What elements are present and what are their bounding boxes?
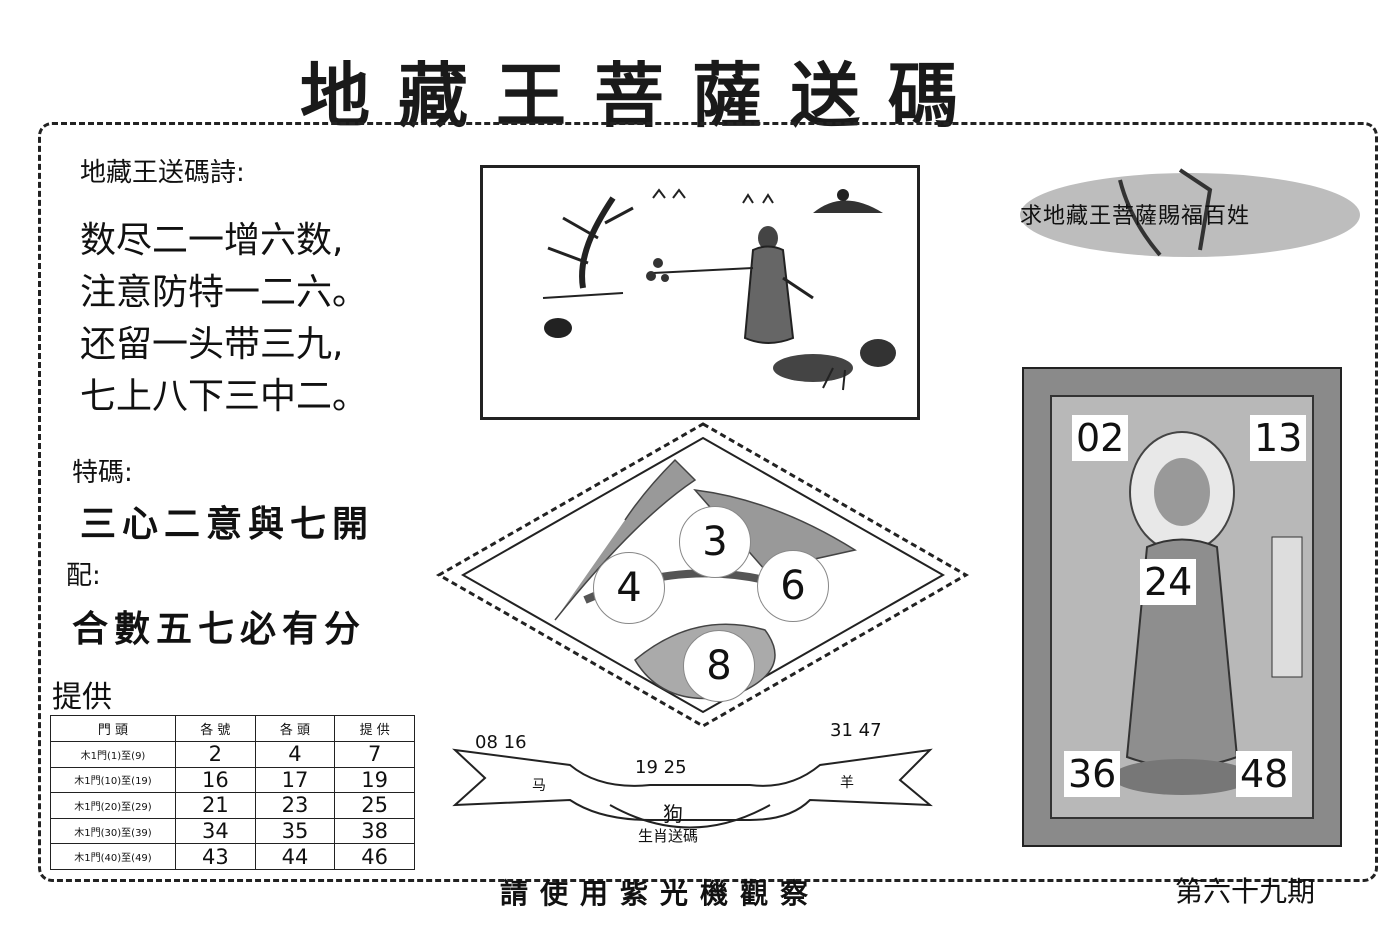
diamond-number-bottom: 8 (683, 630, 755, 702)
bodhisattva-panel: 02 13 24 36 48 (1022, 367, 1342, 847)
ribbon-left-numbers: 08 16 (475, 732, 527, 753)
ribbon-right-numbers: 31 47 (830, 720, 882, 741)
table-header: 門 頭 (50, 715, 176, 742)
blessing-text: 求地藏王菩薩賜福百姓 (1020, 204, 1251, 229)
diamond-number-panel: 3 4 6 8 (435, 420, 970, 730)
poem-lines: 数尽二一增六数, 注意防特一二六。 还留一头带三九, 七上八下三中二。 (80, 215, 368, 423)
poem-heading: 地藏王送碼詩: (80, 158, 245, 188)
blessing-banner: 求地藏王菩薩賜福百姓 (1010, 160, 1370, 270)
table-row: 木1門(30)至(39) 34 35 38 (50, 817, 415, 845)
provide-label: 提供 (52, 680, 112, 715)
table-row: 木1門(1)至(9) 2 4 7 (50, 741, 415, 768)
ribbon-left-zodiac: 马 (532, 778, 546, 794)
diamond-number-top: 3 (679, 506, 751, 578)
poem-line: 还留一头带三九, (80, 324, 344, 365)
ribbon-center-zodiac: 狗 (663, 802, 683, 826)
ribbon-right-zodiac: 羊 (840, 775, 854, 791)
panel-number-bottom-right: 48 (1236, 751, 1293, 797)
table-header: 提 供 (334, 715, 415, 742)
table-row: 木1門(20)至(29) 21 23 25 (50, 792, 415, 819)
table-header: 各 頭 (254, 715, 336, 742)
table-row: 木1門(40)至(49) 43 44 46 (50, 843, 415, 870)
panel-inner-image (1050, 395, 1314, 819)
table-header: 各 號 (175, 715, 256, 742)
poem-line: 数尽二一增六数, (80, 220, 344, 261)
ribbon-center-numbers: 19 25 (635, 757, 687, 778)
ribbon-caption: 生肖送碼 (638, 827, 699, 845)
special-label: 特碼: (72, 458, 133, 488)
pair-text: 合數五七必有分 (72, 608, 367, 650)
poem-line: 注意防特一二六。 (80, 272, 369, 313)
diamond-number-left: 4 (593, 552, 665, 624)
number-table: 門 頭 各 號 各 頭 提 供 木1門(1)至(9) 2 4 7 木1門(10)… (50, 715, 415, 870)
panel-number-center: 24 (1140, 559, 1197, 605)
pair-label: 配: (66, 561, 101, 591)
scholar-illustration (480, 165, 920, 420)
dashed-frame (38, 122, 1378, 882)
page-title: 地藏王菩薩送碼 (300, 54, 986, 137)
panel-number-top-right: 13 (1250, 415, 1307, 461)
special-text: 三心二意與七開 (80, 503, 375, 545)
panel-number-top-left: 02 (1072, 415, 1129, 461)
table-row: 木1門(10)至(19) 16 17 19 (50, 766, 415, 794)
footer-note: 請使用紫光機觀察 (500, 877, 821, 910)
poem-line: 七上八下三中二。 (80, 376, 369, 417)
issue-number: 第六十九期 (1175, 875, 1316, 908)
diamond-number-right: 6 (757, 550, 829, 622)
panel-number-bottom-left: 36 (1064, 751, 1121, 797)
zodiac-ribbon: 08 16 31 47 19 25 马 羊 狗 生肖送碼 (450, 720, 940, 860)
